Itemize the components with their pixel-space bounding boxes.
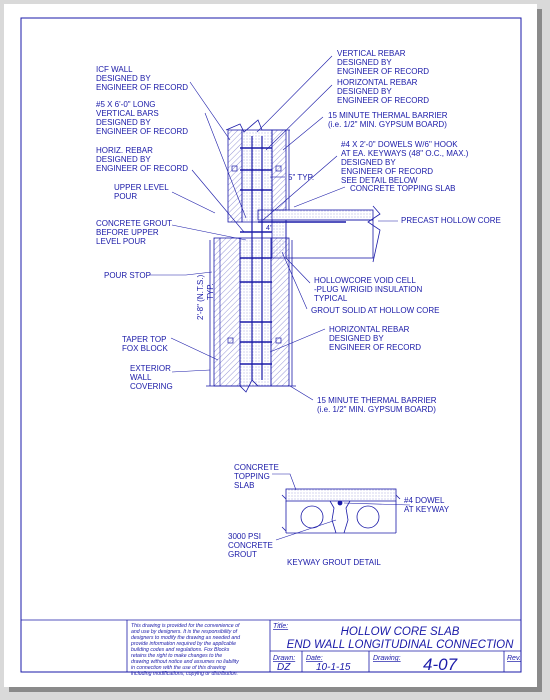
label-thermal-barrier-top: 15 MINUTE THERMAL BARRIER(i.e. 1/2" MIN.… [328, 111, 448, 129]
label-thermal-barrier-bottom: 15 MINUTE THERMAL BARRIER(i.e. 1/2" MIN.… [317, 396, 437, 414]
keyway-joint [329, 500, 351, 534]
inner-foam-lower [270, 237, 290, 387]
title-line-1: HOLLOW CORE SLAB [341, 626, 460, 638]
keyway-dowel [337, 500, 343, 506]
title-label: Title: [273, 623, 288, 630]
outer-foam-upper [227, 129, 243, 223]
slab-break-line [367, 205, 381, 263]
label-four-in: 4" [266, 225, 273, 232]
label-dim-typ: TYP. [206, 283, 215, 300]
title-line-2: END WALL LONGITUDINAL CONNECTION [287, 639, 515, 651]
outer-foam-lower [213, 237, 241, 387]
core-void-2 [356, 505, 380, 529]
sheet-border [20, 17, 522, 673]
concrete-core-upper [241, 129, 273, 223]
drawing-number: 4-07 [423, 655, 458, 674]
label-five-typ: 5" TYP. [288, 173, 314, 182]
label-precast-hollow-core: PRECAST HOLLOW CORE [401, 216, 501, 225]
leader-dowel [343, 502, 411, 506]
label-concrete-topping-slab: CONCRETE TOPPING SLAB [350, 184, 456, 193]
keyway-plank-edges [285, 501, 397, 533]
wall-section [206, 119, 381, 393]
label-pour-stop: POUR STOP [104, 271, 151, 280]
drawing-label: Drawing: [373, 655, 401, 662]
top-break-line [225, 119, 290, 133]
drawn-label: Drawn: [273, 655, 295, 662]
leader-grout [275, 519, 337, 541]
rev-label: Rev. [507, 655, 521, 662]
leader-topping [272, 473, 297, 491]
keyway-break-marks [281, 494, 401, 532]
label-grout-solid: GROUT SOLID AT HOLLOW CORE [311, 306, 439, 315]
concrete-core-lower [239, 237, 272, 387]
block-clips [227, 165, 282, 344]
disclaimer-text: This drawing is provided for the conveni… [130, 623, 241, 677]
drawn-value: DZ [277, 662, 291, 673]
keyway-topping [285, 488, 397, 502]
label-hollowcore-void: HOLLOWCORE VOID CELL-PLUG W/RIGID INSULA… [314, 276, 423, 303]
web-ties [240, 147, 272, 365]
keyway-detail [272, 473, 411, 541]
date-label: Date: [306, 655, 323, 662]
grout-solid [271, 219, 287, 259]
title-block [21, 619, 521, 672]
leaders [149, 55, 398, 401]
topping-slab [257, 209, 374, 221]
label-dimension: 2'-8" (N.T.S.) [196, 274, 205, 320]
bottom-break-line [206, 379, 296, 393]
keyway-caption: KEYWAY GROUT DETAIL [287, 558, 381, 567]
date-value: 10-1-15 [316, 662, 351, 673]
